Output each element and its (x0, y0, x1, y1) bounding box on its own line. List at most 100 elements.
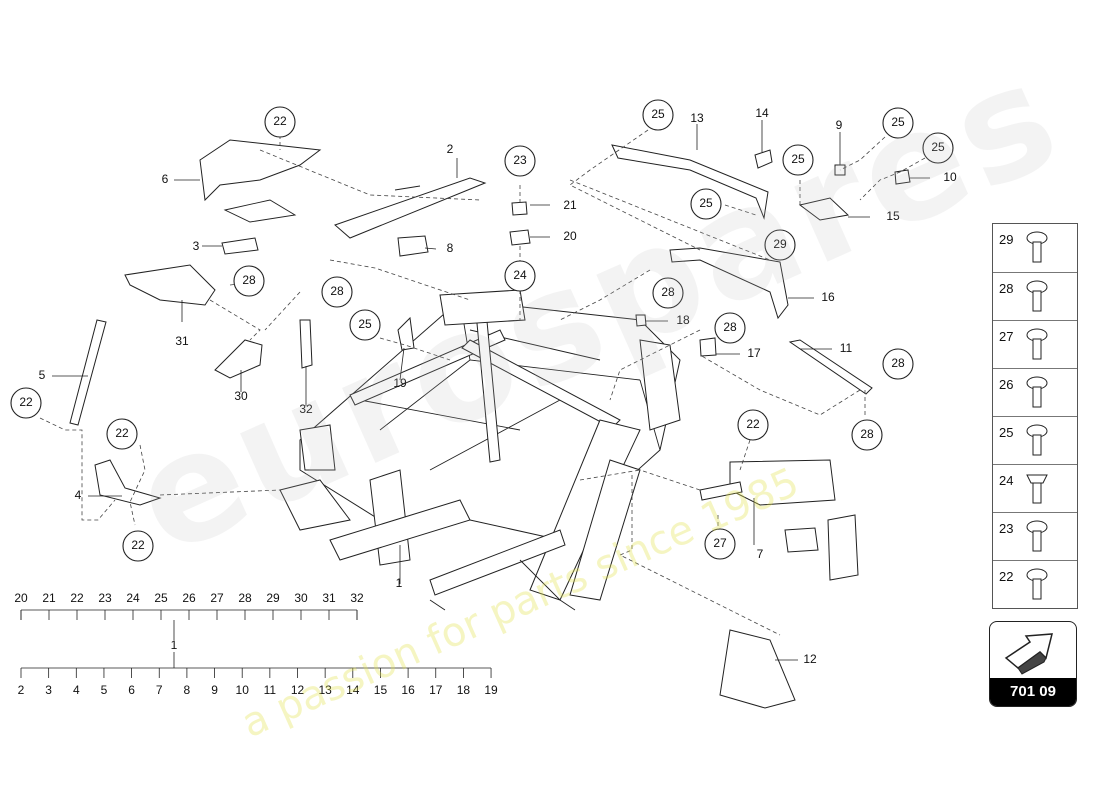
fastener-row: 25 (993, 416, 1077, 465)
index-scale-bottom-label: 4 (73, 683, 80, 697)
callout-22: 22 (106, 418, 138, 450)
index-scale-top-label: 21 (42, 591, 56, 605)
part-label-3: 3 (193, 239, 200, 253)
part-label-1: 1 (396, 576, 403, 590)
index-scale-top-label: 31 (322, 591, 336, 605)
fastener-row: 24 (993, 464, 1077, 513)
callout-28: 28 (321, 276, 353, 308)
svg-text:25: 25 (651, 107, 665, 121)
index-scale-bottom-label: 16 (401, 683, 415, 697)
callout-29: 29 (764, 229, 796, 261)
part-7 (699, 459, 836, 506)
bolt-icon (1026, 424, 1048, 456)
part-14 (754, 149, 773, 169)
figure-code-box: 701 09 (989, 621, 1077, 707)
part-8 (397, 235, 429, 257)
part-label-13: 13 (690, 111, 704, 125)
svg-text:28: 28 (242, 273, 256, 287)
svg-text:22: 22 (115, 426, 129, 440)
part-11 (788, 339, 873, 395)
part-18 (635, 314, 647, 327)
callout-circles: 22 25 25 25 25 25 23 2 4 28 28 28 28 28 2… (10, 99, 954, 562)
fastener-number: 29 (999, 232, 1014, 247)
callout-28: 28 (233, 265, 265, 297)
callout-23: 23 (504, 145, 536, 177)
part-label-7: 7 (757, 547, 764, 561)
part-label-32: 32 (299, 402, 313, 416)
part-label-12: 12 (803, 652, 817, 666)
fastener-number: 26 (999, 377, 1014, 392)
callout-22: 22 (10, 387, 42, 419)
part-label-16: 16 (821, 290, 835, 304)
part-4 (94, 459, 162, 506)
index-scale-top-label: 23 (98, 591, 112, 605)
part-3 (221, 237, 259, 255)
bolt-icon (1026, 520, 1048, 552)
fastener-number: 25 (999, 425, 1014, 440)
fastener-number: 22 (999, 569, 1014, 584)
part-31 (124, 264, 216, 306)
part-label-21: 21 (563, 198, 577, 212)
part-20 (509, 229, 531, 246)
fastener-row: 22 (993, 560, 1077, 609)
svg-text:28: 28 (891, 356, 905, 370)
fastener-number: 24 (999, 473, 1014, 488)
fastener-row: 26 (993, 368, 1077, 417)
svg-text:28: 28 (723, 320, 737, 334)
part-label-5: 5 (39, 368, 46, 382)
svg-text:27: 27 (713, 536, 727, 550)
part-label-14: 14 (755, 106, 769, 120)
part-7-brackets (784, 514, 859, 581)
fastener-number: 27 (999, 329, 1014, 344)
fastener-row: 28 (993, 272, 1077, 321)
index-scale-bottom-label: 6 (128, 683, 135, 697)
index-scale-bottom-label: 18 (457, 683, 471, 697)
part-label-9: 9 (836, 118, 843, 132)
leader-lines (52, 120, 930, 661)
index-scale-top-label: 20 (14, 591, 28, 605)
callout-25: 25 (882, 107, 914, 139)
index-scale-bottom-label: 15 (374, 683, 388, 697)
index-scale-top-label: 28 (238, 591, 252, 605)
callout-22: 22 (264, 106, 296, 138)
svg-text:25: 25 (699, 196, 713, 210)
part-labels: 6 2 3 8 31 30 32 5 4 1 21 20 19 13 14 9 … (39, 106, 957, 666)
callout-22: 22 (122, 530, 154, 562)
index-scale-bottom-label: 7 (156, 683, 163, 697)
callout-25: 25 (922, 132, 954, 164)
part-21 (511, 201, 528, 216)
svg-text:28: 28 (661, 285, 675, 299)
index-scale-bottom-label: 13 (318, 683, 332, 697)
index-scale-bottom-label: 19 (484, 683, 498, 697)
part-label-30: 30 (234, 389, 248, 403)
part-16 (669, 247, 789, 320)
index-scale-bottom-label: 11 (264, 683, 277, 697)
figure-code: 701 09 (990, 678, 1076, 706)
callout-25: 25 (349, 309, 381, 341)
index-scale-bottom-label: 9 (211, 683, 218, 697)
fastener-row: 23 (993, 512, 1077, 561)
svg-text:29: 29 (773, 237, 787, 251)
bolt-icon (1026, 328, 1048, 360)
arrow-icon (1004, 633, 1053, 675)
part-6 (199, 139, 322, 202)
fastener-row: 29 (993, 224, 1077, 272)
callout-28: 28 (714, 312, 746, 344)
svg-text:22: 22 (746, 417, 760, 431)
svg-text:22: 22 (273, 114, 287, 128)
part-label-17: 17 (747, 346, 761, 360)
index-scale-bottom-label: 17 (429, 683, 443, 697)
index-scale-top-label: 30 (294, 591, 308, 605)
part-label-19: 19 (393, 376, 407, 390)
part-15 (798, 197, 850, 221)
part-label-10: 10 (943, 170, 957, 184)
svg-text:28: 28 (330, 284, 344, 298)
callout-25: 25 (782, 144, 814, 176)
part-label-2: 2 (447, 142, 454, 156)
index-scale-top-label: 27 (210, 591, 224, 605)
part-label-4: 4 (75, 488, 82, 502)
part-label-6: 6 (162, 172, 169, 186)
